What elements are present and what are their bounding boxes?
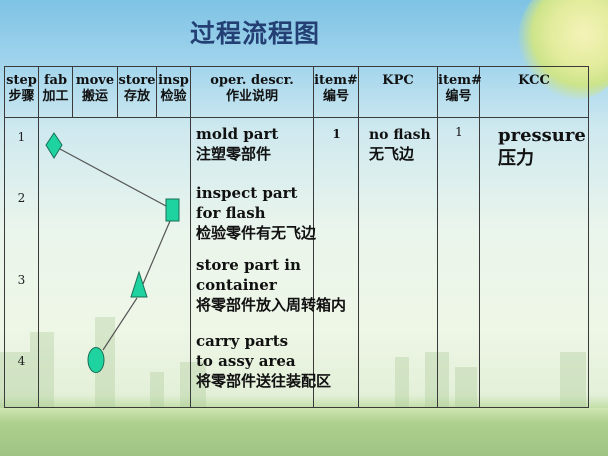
move-circle-icon [87,347,105,373]
header-kpc: KPC [359,67,438,117]
grass-ground-decoration [0,408,608,456]
inspection-rectangle-icon [165,198,180,222]
column-divider [38,117,39,407]
step-number-1: 1 [17,130,26,144]
step-1-kcc: pressure 压力 [498,125,586,169]
table-header-row: step 步骤 fab 加工 move 搬运 store 存放 insp 检验 … [5,67,588,118]
connector-line [102,297,138,351]
header-oper-descr: oper. descr. 作业说明 [191,67,314,117]
step-number-4: 4 [17,354,26,368]
column-divider [313,117,314,407]
connector-lines [59,148,171,351]
header-fab: fab 加工 [39,67,73,117]
header-insp: insp 检验 [157,67,191,117]
header-move: move 搬运 [73,67,118,117]
storage-triangle-icon [130,270,148,298]
column-divider [190,117,191,407]
fabrication-diamond-icon [45,132,63,159]
step-1-description: mold part 注塑零部件 [196,125,279,163]
connector-line [142,220,171,285]
header-store: store 存放 [118,67,157,117]
step-2-description: inspect part for flash 检验零件有无飞边 [196,184,317,242]
header-item-number-1: item# 编号 [314,67,359,117]
step-3-description: store part in container 将零部件放入周转箱内 [196,256,347,314]
column-divider [358,117,359,407]
process-flow-table: step 步骤 fab 加工 move 搬运 store 存放 insp 检验 … [4,66,589,408]
header-kcc: KCC [518,73,550,88]
header-step: step 步骤 [5,67,39,117]
step-1-kpc: no flash 无飞边 [369,127,431,163]
header-item-number-2: item# 编号 [438,67,482,117]
column-divider [479,117,480,407]
step-1-item-number: 1 [332,127,341,141]
step-4-description: carry parts to assy area 将零部件送往装配区 [196,332,332,390]
step-number-2: 2 [17,191,26,205]
step-1-kcc-item-number: 1 [455,125,463,139]
page-title: 过程流程图 [190,19,321,48]
connector-line [59,148,167,207]
column-divider [437,117,438,407]
city-skyline-decoration [0,300,608,412]
step-number-3: 3 [17,273,26,287]
